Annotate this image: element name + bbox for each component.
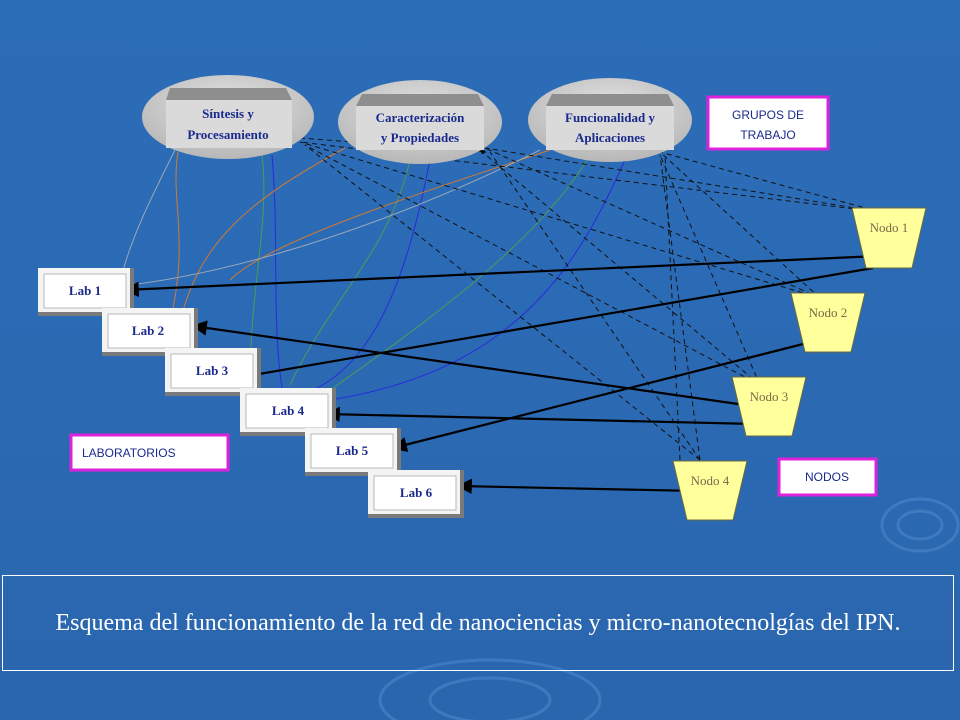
- group-dome-funcionalidad: Funcionalidad y Aplicaciones: [528, 78, 692, 162]
- curve-caract-lab2: [179, 147, 346, 323]
- group-label-line1: Síntesis y: [202, 106, 254, 121]
- curve-func-lab3: [329, 154, 591, 391]
- lab-box: Lab 4: [240, 388, 336, 436]
- node-group-dashed-links: [299, 137, 881, 461]
- ripple-decoration: [378, 497, 960, 720]
- lab-box: Lab 6: [368, 470, 464, 518]
- arrow-nodo1-lab3: [240, 266, 874, 383]
- lab-label: Lab 4: [272, 403, 305, 418]
- curve-sintesis-lab4: [271, 154, 286, 406]
- group-lab-curves: [119, 147, 626, 406]
- lab-label: Lab 3: [196, 363, 229, 378]
- arrow-nodo4-lab6: [456, 478, 698, 494]
- node-label: Nodo 4: [691, 473, 730, 488]
- legend-text: LABORATORIOS: [82, 446, 176, 460]
- curve-caract-lab3: [289, 159, 411, 386]
- legend-laboratorios: LABORATORIOS: [69, 433, 230, 472]
- group-label-line2: y Propiedades: [381, 130, 459, 145]
- arrow-nodo3-lab4: [324, 406, 756, 426]
- legend-nodos: NODOS: [777, 457, 878, 497]
- lab-label: Lab 2: [132, 323, 164, 338]
- lab-box: Lab 1: [38, 268, 134, 316]
- group-dome-sintesis: Síntesis y Procesamiento: [142, 75, 314, 159]
- curve-sintesis-lab2: [169, 151, 180, 323]
- group-label-line1: Funcionalidad y: [565, 110, 655, 125]
- node-lab-arrows: [123, 254, 879, 494]
- lab-label: Lab 6: [400, 485, 433, 500]
- curve-func-lab4: [329, 159, 626, 401]
- node-box: Nodo 4: [672, 460, 748, 521]
- caption-text: Esquema del funcionamiento de la red de …: [55, 609, 901, 636]
- legend-text: TRABAJO: [740, 128, 795, 142]
- legend-text: GRUPOS DE: [732, 108, 804, 122]
- curve-caract-lab4: [299, 159, 431, 396]
- group-label-line1: Caracterización: [376, 110, 466, 125]
- node-box: Nodo 3: [731, 376, 807, 437]
- arrow-nodo3-lab2: [191, 320, 746, 407]
- curve-sintesis-lab3: [249, 154, 265, 381]
- node-label: Nodo 2: [809, 305, 848, 320]
- lab-box: Lab 3: [165, 348, 261, 396]
- node-box: Nodo 2: [790, 292, 866, 353]
- lab-box: Lab 5: [305, 428, 401, 476]
- legend-text: NODOS: [805, 470, 849, 484]
- lab-label: Lab 1: [69, 283, 101, 298]
- curve-func-lab1: [129, 149, 541, 286]
- group-label-line2: Aplicaciones: [575, 130, 645, 145]
- group-dome-caracterizacion: Caracterización y Propiedades: [338, 80, 502, 164]
- caption-box: Esquema del funcionamiento de la red de …: [2, 575, 954, 671]
- legend-grupos-de-trabajo: GRUPOS DE TRABAJO: [706, 95, 830, 151]
- lab-label: Lab 5: [336, 443, 369, 458]
- group-label-line2: Procesamiento: [187, 127, 268, 142]
- arrow-nodo1-lab1: [123, 254, 879, 298]
- arrow-nodo2-lab5: [391, 339, 816, 453]
- node-label: Nodo 3: [750, 389, 789, 404]
- node-label: Nodo 1: [870, 220, 909, 235]
- node-box: Nodo 1: [851, 207, 927, 269]
